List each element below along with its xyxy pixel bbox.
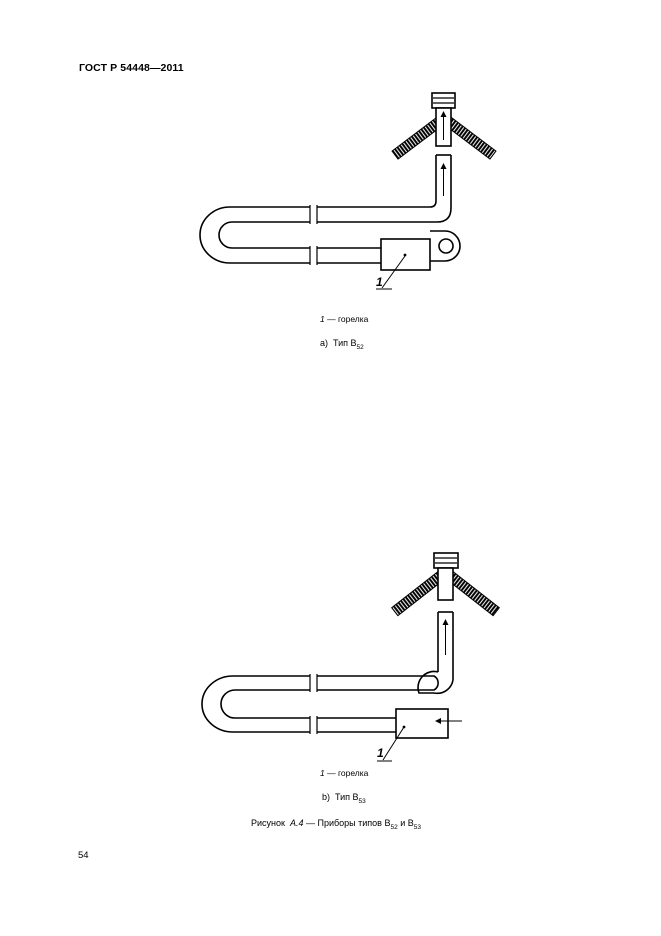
figure-caption-conj: и В: [397, 818, 414, 828]
burner-box: [395, 708, 449, 739]
subcaption-subscript: 52: [356, 344, 364, 351]
subcaption-label: Тип В: [335, 792, 359, 802]
figure-caption: Рисунок А.4 — Приборы типов В52 и В53: [251, 818, 421, 831]
subcaption-subscript: 53: [358, 798, 366, 805]
callout-number-a: 1: [376, 275, 383, 289]
document-header: ГОСТ Р 54448—2011: [79, 62, 184, 74]
legend-number: 1: [320, 314, 325, 324]
vertical-pipe-lower: [317, 154, 452, 223]
figure-caption-sub1: 52: [390, 824, 398, 831]
page-number: 54: [78, 850, 89, 861]
legend-a: 1 — горелка: [320, 314, 368, 324]
horizontal-pipe-lower: [317, 247, 381, 264]
subcaption-prefix: b): [322, 792, 331, 802]
legend-number: 1: [320, 768, 325, 778]
subcaption-b: b) Тип В53: [322, 792, 366, 805]
subcaption-label: Тип В: [333, 338, 357, 348]
figure-caption-number: А.4: [289, 818, 304, 828]
callout-leader: [381, 255, 406, 289]
subcaption-a: а) Тип В52: [320, 338, 364, 351]
elbow-circle: [317, 670, 454, 695]
subcaption-prefix: а): [320, 338, 329, 348]
figure-caption-sub2: 53: [413, 824, 421, 831]
figure-caption-text: — Приборы типов В: [306, 818, 391, 828]
u-bend-pipe: [199, 206, 310, 264]
callout-number-b: 1: [377, 746, 384, 760]
callout-leader: [382, 726, 405, 761]
burner-box: [380, 238, 431, 271]
figure-caption-prefix: Рисунок: [251, 818, 285, 828]
legend-text: — горелка: [327, 314, 369, 324]
flue-terminal-cap: [433, 552, 459, 569]
vertical-pipe-lower: [437, 611, 454, 680]
legend-text: — горелка: [327, 768, 369, 778]
u-bend-pipe: [201, 675, 310, 733]
vertical-pipe-upper: [435, 107, 452, 147]
legend-b: 1 — горелка: [320, 768, 368, 778]
horizontal-pipe-lower: [317, 717, 396, 733]
vertical-pipe-upper: [437, 567, 454, 601]
fan-circle: [430, 230, 461, 262]
